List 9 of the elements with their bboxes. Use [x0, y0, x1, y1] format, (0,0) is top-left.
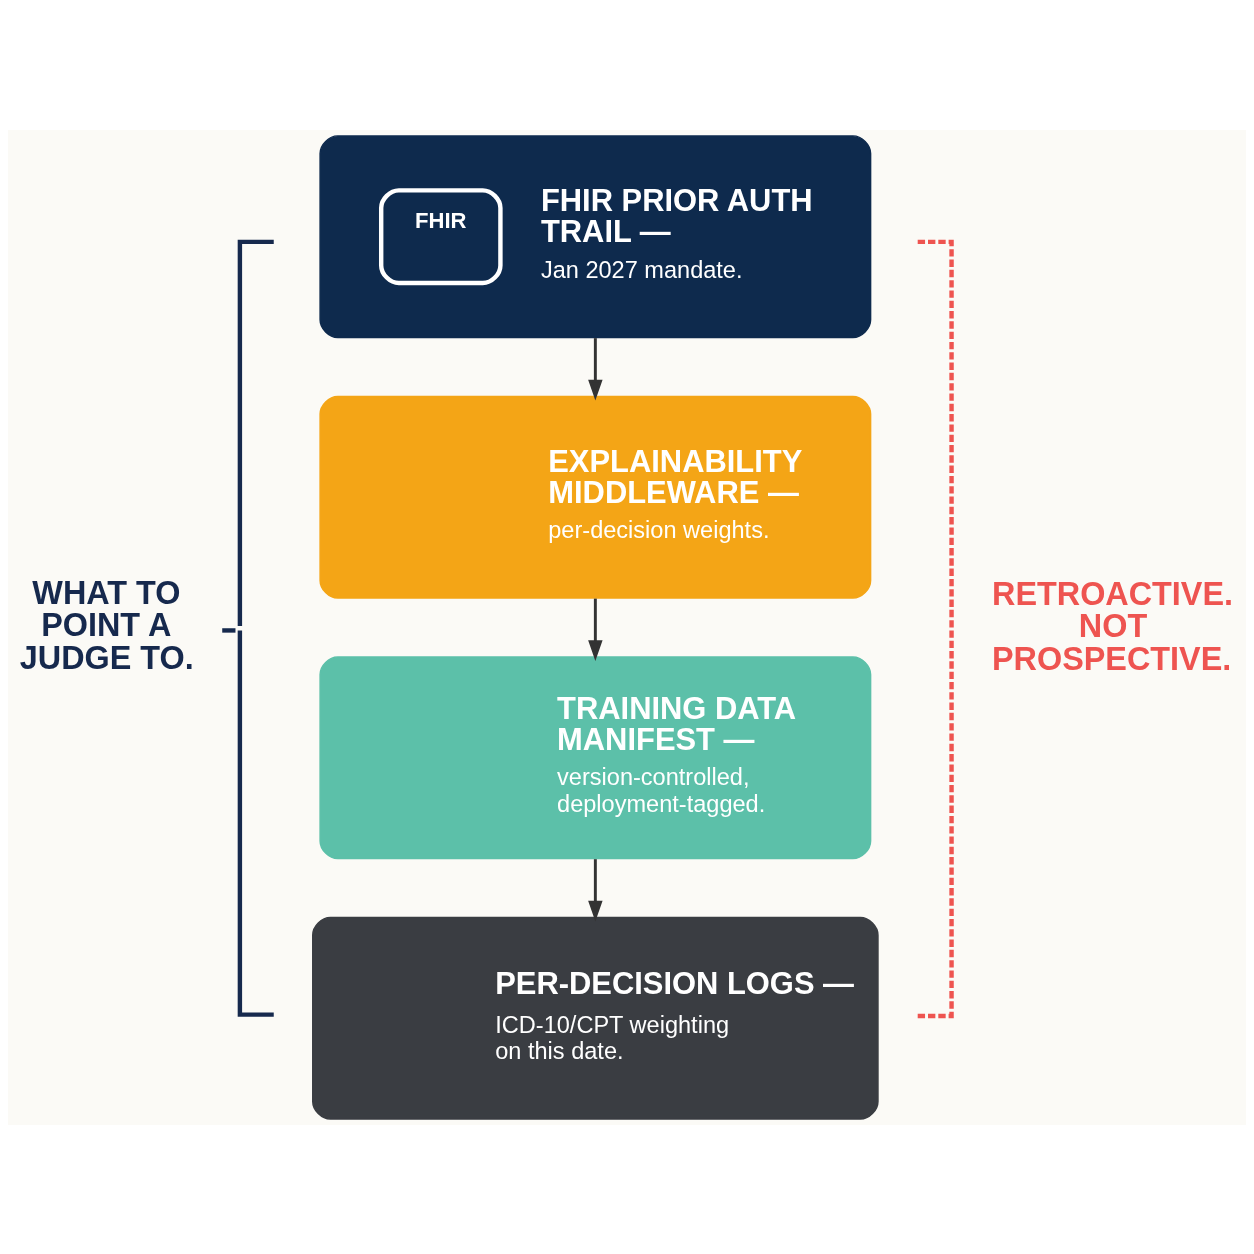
arrow [588, 858, 603, 921]
arrow [588, 337, 603, 400]
node-box: TRAINING DATA MANIFEST — version-controlled, deployment-tagged. [319, 655, 872, 859]
node-box: FHIR FHIR PRIOR AUTH TRAIL — Jan 2027 mandate. [319, 134, 872, 338]
node-box: EXPLAINABILITY MIDDLEWARE — per-decision weights. [319, 395, 872, 599]
label: WHAT TO POINT A JUDGE TO. [19, 574, 194, 676]
node-box: PER-DECISION LOGS — ICD-10/CPT weighting on this date. [312, 916, 879, 1120]
label: RETROACTIVE. NOT PROSPECTIVE. [992, 575, 1234, 677]
arrow [588, 598, 603, 661]
